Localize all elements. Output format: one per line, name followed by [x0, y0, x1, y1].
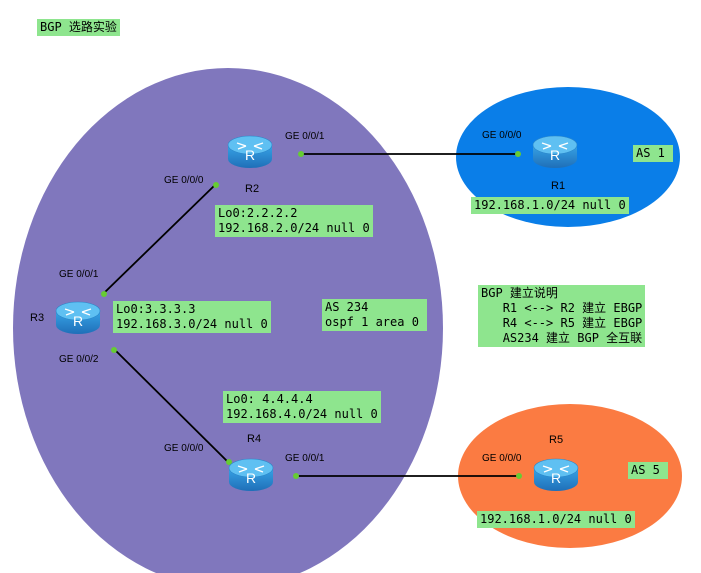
as1-label: AS 1 [633, 145, 673, 162]
router-glyph: R [246, 470, 256, 486]
page-title: BGP 选路实验 [37, 19, 120, 36]
router-label-r2: R2 [245, 183, 260, 195]
interface-label-r4-ge001: GE 0/0/1 [285, 453, 325, 464]
port-dot-r4-ge000 [226, 459, 232, 465]
note-r2-line-1: Lo0:2.2.2.2 [218, 206, 298, 220]
note-as234: AS 234 ospf 1 area 0 [322, 299, 427, 331]
router-r1-icon[interactable]: R [532, 135, 578, 169]
router-label-r3: R3 [30, 312, 45, 324]
bgp-desc-line-1: R1 <--> R2 建立 EBGP [502, 301, 643, 315]
interface-label-r3-ge002: GE 0/0/2 [59, 354, 99, 365]
port-dot-r5-ge000 [516, 473, 522, 479]
router-glyph: R [73, 313, 83, 329]
interface-label-r5-ge000: GE 0/0/0 [482, 453, 522, 464]
port-dot-r3-ge001 [101, 291, 107, 297]
router-r2-icon[interactable]: R [227, 135, 273, 169]
interface-label-r4-ge000: GE 0/0/0 [164, 443, 204, 454]
as5-label: AS 5 [628, 462, 668, 479]
router-label-r4: R4 [247, 433, 262, 445]
router-label-r5: R5 [549, 434, 564, 446]
bgp-desc-line-3: AS234 建立 BGP 全互联 [502, 331, 643, 345]
port-dot-r1-ge000 [515, 151, 521, 157]
note-r4: Lo0: 4.4.4.4 192.168.4.0/24 null 0 [223, 391, 381, 423]
interface-label-r1-ge000: GE 0/0/0 [482, 130, 522, 141]
router-r3-icon[interactable]: R [55, 301, 101, 335]
router-glyph: R [245, 147, 255, 163]
router-glyph: R [550, 147, 560, 163]
port-dot-r4-ge001 [293, 473, 299, 479]
port-dot-r3-ge002 [111, 347, 117, 353]
bgp-desc-line-2: R4 <--> R5 建立 EBGP [502, 316, 643, 330]
port-dot-r2-ge001 [298, 151, 304, 157]
interface-label-r2-ge001: GE 0/0/1 [285, 131, 325, 142]
port-dot-r2-ge000 [213, 182, 219, 188]
link-r2-r3 [103, 184, 216, 294]
interface-label-r3-ge001: GE 0/0/1 [59, 269, 99, 280]
as234-ospf: ospf 1 area 0 [325, 315, 419, 329]
note-r3-line-1: Lo0:3.3.3.3 [116, 302, 196, 316]
router-r5-icon[interactable]: R [533, 458, 579, 492]
bgp-description: BGP 建立说明 R1 <--> R2 建立 EBGP R4 <--> R5 建… [478, 285, 646, 347]
router-label-r1: R1 [551, 180, 566, 192]
note-r2: Lo0:2.2.2.2 192.168.2.0/24 null 0 [215, 205, 373, 237]
note-r4-line-2: 192.168.4.0/24 null 0 [226, 407, 378, 421]
interface-label-r2-ge000: GE 0/0/0 [164, 175, 204, 186]
link-r3-r4 [114, 349, 229, 463]
bgp-desc-title: BGP 建立说明 [481, 286, 558, 300]
router-r4-icon[interactable]: R [228, 458, 274, 492]
note-r5: 192.168.1.0/24 null 0 [477, 511, 635, 528]
note-r1: 192.168.1.0/24 null 0 [471, 197, 629, 214]
note-r2-line-2: 192.168.2.0/24 null 0 [218, 221, 370, 235]
as234-label: AS 234 [325, 300, 369, 314]
note-r3-line-2: 192.168.3.0/24 null 0 [116, 317, 268, 331]
router-glyph: R [551, 470, 561, 486]
note-r4-line-1: Lo0: 4.4.4.4 [226, 392, 313, 406]
note-r3: Lo0:3.3.3.3 192.168.3.0/24 null 0 [113, 301, 271, 333]
